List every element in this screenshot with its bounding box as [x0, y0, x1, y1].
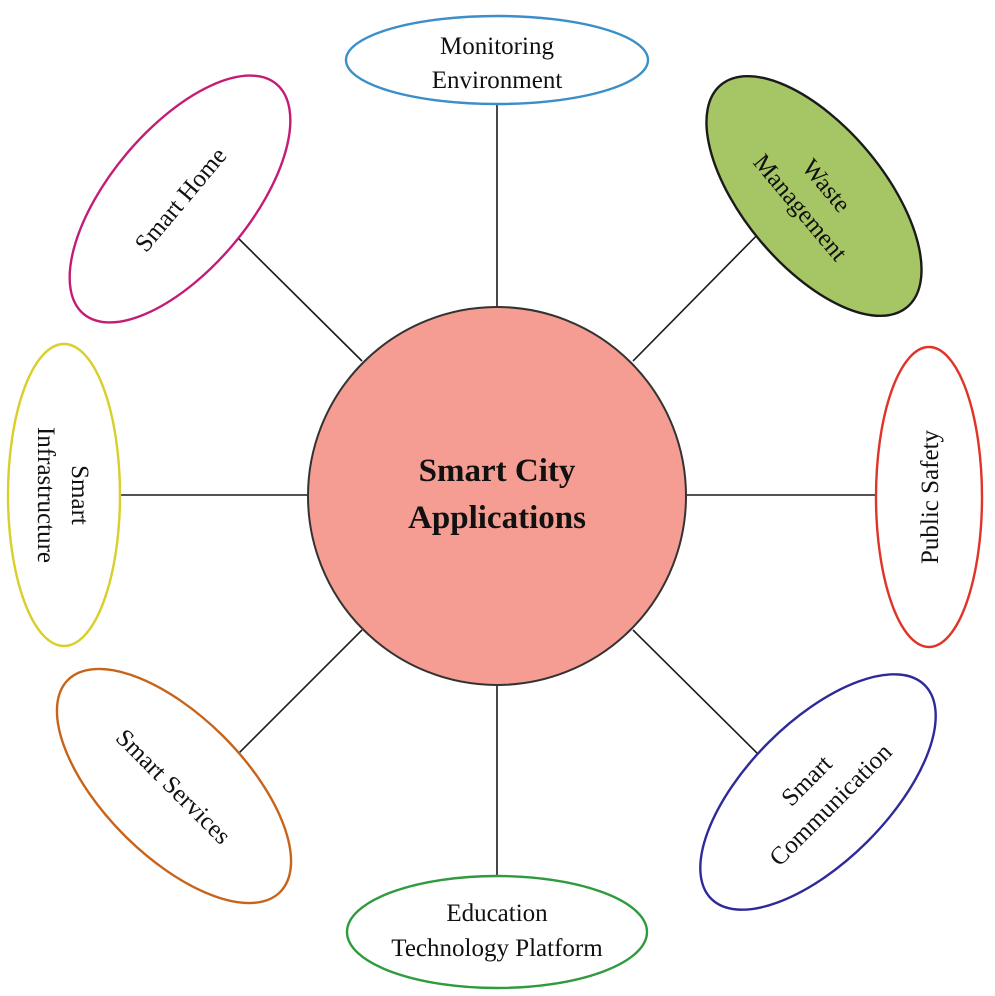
node-ellipse: [345, 874, 649, 990]
node-smart-communication: Smart Communication: [699, 673, 937, 911]
node-label-line-1: Public Safety: [917, 429, 944, 564]
center-node: Smart City Applications: [307, 306, 687, 686]
node-smart-infrastructure: Smart Infrastructure: [6, 342, 122, 648]
connectors: [120, 100, 878, 880]
connector-waste-management: [632, 221, 771, 362]
node-smart-home: Smart Home: [68, 74, 292, 324]
node-waste-management: Waste Management: [705, 74, 923, 318]
node-label-line-2: Environment: [432, 67, 563, 94]
node-public-safety: Public Safety: [874, 345, 984, 649]
node-ellipse: [55, 667, 293, 905]
node-label-line-1: Education: [446, 900, 548, 927]
node-label-line-1: Smart: [66, 465, 93, 525]
node-label-line-2: Technology Platform: [391, 935, 603, 962]
connector-smart-services: [227, 629, 363, 765]
node-ellipse: [705, 74, 923, 318]
node-label-line-1: Monitoring: [440, 33, 554, 60]
connector-smart-communication: [632, 629, 765, 761]
node-monitoring-environment: Monitoring Environment: [344, 14, 650, 106]
node-ellipse: [6, 342, 122, 648]
center-circle: [307, 306, 687, 686]
node-ellipse: [874, 345, 984, 649]
node-smart-services: Smart Services: [55, 667, 293, 905]
node-ellipse: [68, 74, 292, 324]
node-ellipse: [699, 673, 937, 911]
connector-smart-home: [229, 229, 363, 362]
center-title-line-1: Smart City: [419, 453, 576, 489]
node-label-line-2: Infrastructure: [32, 427, 59, 563]
center-title-line-2: Applications: [408, 500, 586, 536]
node-ellipse: [344, 14, 650, 106]
node-education-technology-platform: Education Technology Platform: [345, 874, 649, 990]
